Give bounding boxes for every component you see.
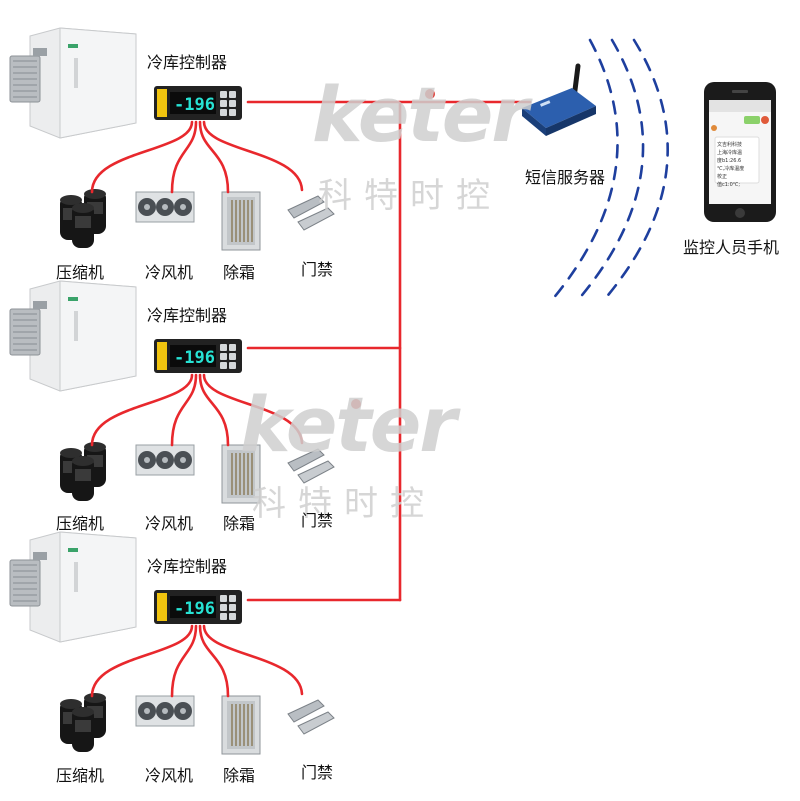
air-cooler-icon bbox=[135, 191, 195, 223]
device-label-door: 门禁 bbox=[301, 511, 334, 530]
device-label-air-cooler: 冷风机 bbox=[145, 514, 194, 533]
device-label-air-cooler: 冷风机 bbox=[145, 263, 194, 282]
device-label-door: 门禁 bbox=[301, 260, 334, 279]
cold-storage-controller: -196 bbox=[154, 339, 242, 373]
connection-wire bbox=[202, 373, 304, 445]
cold-storage-controller: -196 bbox=[154, 590, 242, 624]
cold-room-icon bbox=[9, 531, 137, 643]
cold-room-icon bbox=[9, 280, 137, 392]
defrost-heater-icon bbox=[221, 191, 261, 251]
wireless-signal bbox=[550, 38, 669, 302]
connection-wire bbox=[170, 373, 198, 447]
controller-label: 冷库控制器 bbox=[147, 53, 228, 72]
air-cooler-icon bbox=[135, 695, 195, 727]
sms-server-label: 短信服务器 bbox=[525, 168, 606, 187]
device-label-compressor: 压缩机 bbox=[56, 263, 105, 282]
phone-message-line: 度b1:26.6 bbox=[717, 158, 742, 164]
watermark-brand: keter bbox=[312, 70, 529, 159]
device-label-compressor: 压缩机 bbox=[56, 514, 105, 533]
compressor-icon bbox=[60, 442, 106, 501]
door-sensor-icon bbox=[287, 448, 335, 484]
connection-wire bbox=[90, 373, 194, 447]
device-label-defrost: 除霜 bbox=[223, 514, 256, 533]
controller-label: 冷库控制器 bbox=[147, 557, 228, 576]
phone-label: 监控人员手机 bbox=[683, 238, 780, 257]
watermark-dot bbox=[351, 399, 361, 409]
compressor-icon bbox=[60, 189, 106, 248]
phone-message-line: ℃,冷库温度 bbox=[717, 166, 745, 172]
compressor-icon bbox=[60, 693, 106, 752]
connection-wire bbox=[90, 624, 194, 698]
cold-storage-controller: -196 bbox=[154, 86, 242, 120]
cold-room-icon bbox=[9, 27, 137, 139]
controller-label: 冷库控制器 bbox=[147, 306, 228, 325]
controller-display: -196 bbox=[174, 599, 215, 619]
defrost-heater-icon bbox=[221, 444, 261, 504]
device-label-air-cooler: 冷风机 bbox=[145, 766, 194, 785]
phone-message-line: 值c1:0℃; bbox=[717, 182, 741, 188]
door-sensor-icon bbox=[287, 699, 335, 735]
controller-display: -196 bbox=[174, 95, 215, 115]
watermark-brand: keter bbox=[240, 380, 457, 469]
connection-wire bbox=[202, 120, 304, 192]
smartphone-icon bbox=[704, 82, 776, 222]
phone-message: 文吉利科技 上海冷库温 度b1:26.6 ℃,冷库温度 校正 值c1:0℃; bbox=[717, 141, 767, 189]
device-label-door: 门禁 bbox=[301, 763, 334, 782]
controller-display: -196 bbox=[174, 348, 215, 368]
connection-wire bbox=[90, 120, 194, 194]
connection-wire bbox=[202, 624, 304, 696]
connection-wire bbox=[198, 624, 230, 698]
watermark-name: 科特时控 bbox=[252, 484, 436, 524]
air-cooler-icon bbox=[135, 444, 195, 476]
device-label-defrost: 除霜 bbox=[223, 766, 256, 785]
connection-wire bbox=[198, 373, 230, 447]
device-label-compressor: 压缩机 bbox=[56, 766, 105, 785]
door-sensor-icon bbox=[287, 195, 335, 231]
phone-message-line: 校正 bbox=[717, 174, 728, 180]
connection-wire bbox=[170, 120, 198, 194]
watermark-dot bbox=[425, 89, 435, 99]
device-label-defrost: 除霜 bbox=[223, 263, 256, 282]
phone-message-line: 文吉利科技 bbox=[717, 142, 743, 148]
sms-modem-icon bbox=[522, 63, 596, 136]
defrost-heater-icon bbox=[221, 695, 261, 755]
phone-message-line: 上海冷库温 bbox=[717, 150, 743, 156]
connection-wire bbox=[198, 120, 230, 194]
watermark-name: 科特时控 bbox=[318, 176, 502, 216]
connection-wire bbox=[170, 624, 198, 698]
